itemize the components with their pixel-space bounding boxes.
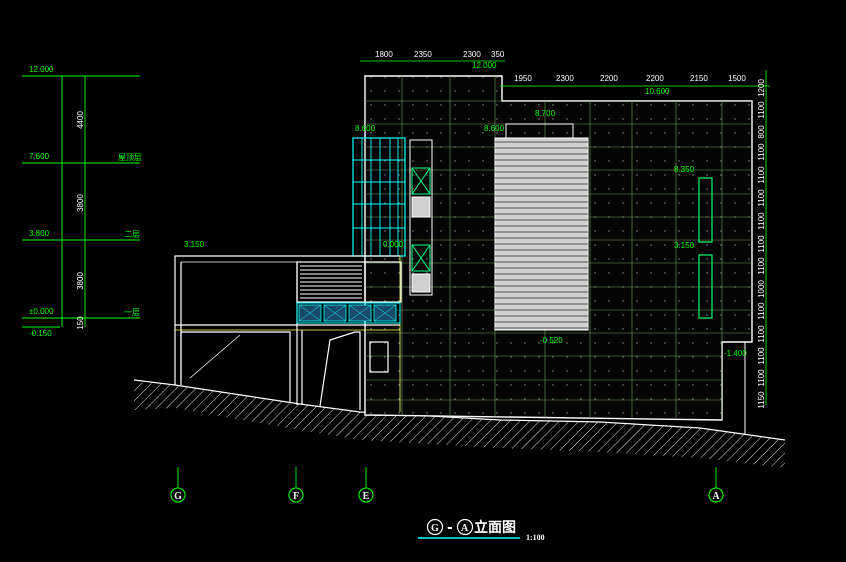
top-dimension-b: 2200 (600, 74, 618, 83)
podium-louvers (300, 265, 362, 299)
right-dimension: 1100 (757, 257, 766, 275)
right-dimension: 1100 (757, 235, 766, 253)
level-mark: ±0.000 (29, 307, 54, 316)
podium (174, 255, 402, 412)
level-mark: 7.600 (29, 152, 50, 161)
stair-tower (409, 139, 433, 296)
elev-tag: 8.700 (535, 109, 556, 118)
title-text: 立面图 (474, 519, 516, 536)
elev-tag: 8.600 (355, 124, 376, 133)
ground-hatch (134, 382, 785, 468)
level-mark: 12.000 (29, 65, 54, 74)
elev-tag: 8.350 (674, 165, 695, 174)
axis-label: E (363, 491, 370, 502)
title-axis-start: G (431, 523, 439, 534)
top-dimension-b: 1950 (514, 74, 532, 83)
right-dimension: 1000 (757, 280, 766, 298)
axis-marker: F (288, 467, 304, 503)
floor-label-1f: 一层 (124, 308, 140, 317)
right-dimension: 1100 (757, 212, 766, 230)
right-dimension: 1100 (757, 347, 766, 365)
right-dimension: 1100 (757, 143, 766, 161)
left-dimension: 3800 (76, 272, 85, 290)
title-scale: 1:100 (526, 533, 545, 542)
left-level-lines (22, 75, 140, 328)
right-dimension: 1100 (757, 101, 766, 119)
axis-marker: A (708, 467, 724, 503)
elev-tag: 0.000 (383, 240, 404, 249)
top-dimension-b: 2300 (556, 74, 574, 83)
top-dimension-lines (360, 60, 770, 405)
right-dimension: 1200 (757, 79, 766, 97)
title-separator: - (447, 520, 453, 536)
louver-panel (494, 123, 589, 331)
left-dimension: 3800 (76, 194, 85, 212)
left-dimension: 150 (76, 316, 85, 330)
right-dimension: 1150 (757, 391, 766, 409)
floor-label-2f: 二层 (124, 230, 140, 239)
floor-label-roof: 屋顶层 (118, 153, 142, 162)
right-dimension: 800 (757, 125, 766, 139)
level-mark: 3.800 (29, 229, 50, 238)
elev-tag: 3.150 (184, 240, 205, 249)
balcony-railing (296, 302, 401, 324)
left-dimension: 4400 (76, 111, 85, 129)
right-dimension: 1100 (757, 189, 766, 207)
top-dimension-a: 2300 (463, 50, 481, 59)
top-dimension-a: 2350 (414, 50, 432, 59)
axis-label: G (174, 491, 182, 502)
right-dimension: 1100 (757, 166, 766, 184)
elev-tag: -1.400 (724, 349, 747, 358)
top-dimension-b: 1500 (728, 74, 746, 83)
elev-tag: 3.150 (674, 241, 695, 250)
window-right-lower (698, 254, 713, 319)
right-dimension: 1100 (757, 302, 766, 320)
elev-tag: 10.600 (645, 87, 670, 96)
elev-tag: -0.520 (540, 336, 563, 345)
window-right-upper (698, 177, 713, 243)
drawing-title: G - A 立面图 1:100 (418, 518, 545, 542)
elev-tag: 12.000 (472, 61, 497, 70)
axis-marker: G (170, 467, 186, 503)
top-dimension-b: 2150 (690, 74, 708, 83)
axis-label: A (712, 491, 720, 502)
axis-label: F (293, 491, 299, 502)
right-dimension: 1100 (757, 325, 766, 343)
axis-marker: E (358, 467, 374, 503)
top-dimension-a: 1800 (375, 50, 393, 59)
elev-tag: 8.600 (484, 124, 505, 133)
right-dimension: 1100 (757, 369, 766, 387)
top-dimension-b: 2200 (646, 74, 664, 83)
title-axis-end: A (461, 523, 469, 534)
top-dimension-a: 350 (491, 50, 505, 59)
level-mark: -0.150 (29, 329, 52, 338)
